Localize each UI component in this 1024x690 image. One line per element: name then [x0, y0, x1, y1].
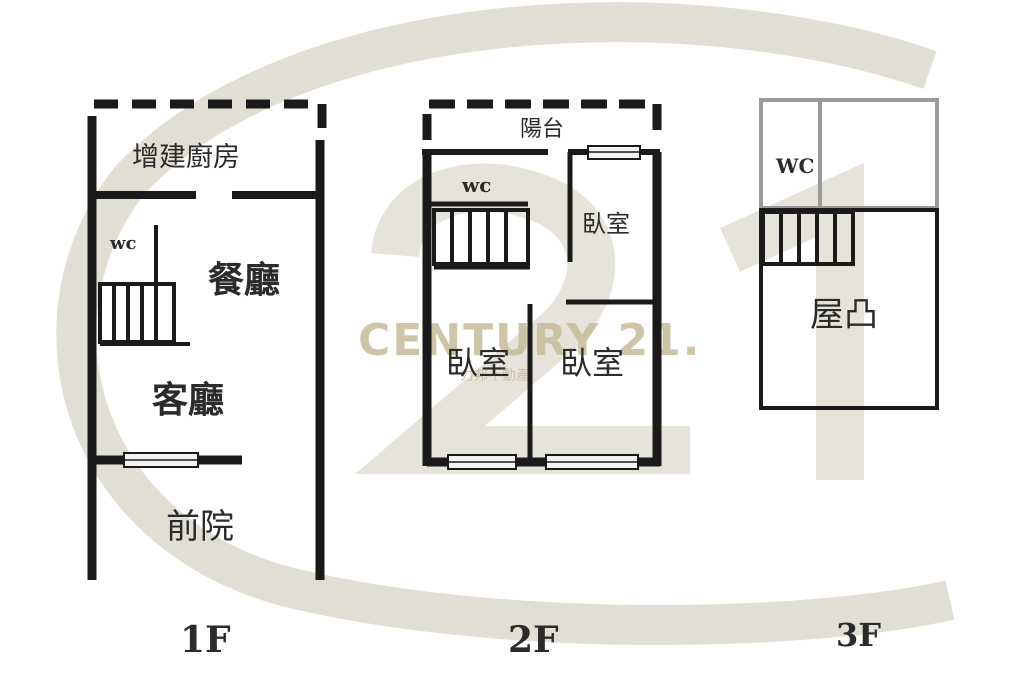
1f-stairs	[98, 282, 190, 346]
watermark-digit-1	[720, 162, 864, 480]
3f-label-roof-bulge: 屋凸	[810, 295, 878, 335]
1f-label-extension-kitchen: 增建廚房	[132, 142, 240, 173]
3f-label-wc: WC	[775, 154, 814, 178]
watermark-tagline: 力邦不動產	[460, 367, 530, 384]
1f-label-front-yard: 前院	[166, 507, 234, 547]
2f-label-bedroom-right: 臥室	[560, 344, 624, 382]
1f-floor-label: 1F	[180, 619, 231, 661]
watermark-digit-2	[355, 163, 690, 474]
1f-label-wc: wc	[109, 233, 136, 254]
2f-label-bedroom-upper: 臥室	[582, 210, 630, 238]
floor-3f: WC 屋凸 3F	[759, 98, 939, 654]
2f-label-balcony: 陽台	[520, 117, 564, 142]
1f-label-living: 客廳	[152, 379, 224, 421]
2f-label-wc: wc	[461, 173, 491, 197]
3f-stairs	[761, 210, 855, 266]
1f-label-dining: 餐廳	[208, 259, 280, 301]
1f-extension-dashed-wall	[87, 99, 327, 140]
floor-2f: 陽台 wc 臥室 臥室 臥室 2F	[422, 99, 662, 661]
floor-1f: 增建廚房 wc 餐廳 客廳 前院 1F	[87, 99, 327, 661]
2f-balcony-dashed-wall	[422, 99, 662, 140]
2f-stairs	[432, 208, 530, 270]
2f-label-bedroom-left: 臥室	[446, 344, 510, 382]
watermark-ring	[56, 2, 955, 645]
2f-floor-label: 2F	[508, 619, 559, 661]
3f-floor-label: 3F	[836, 616, 881, 654]
